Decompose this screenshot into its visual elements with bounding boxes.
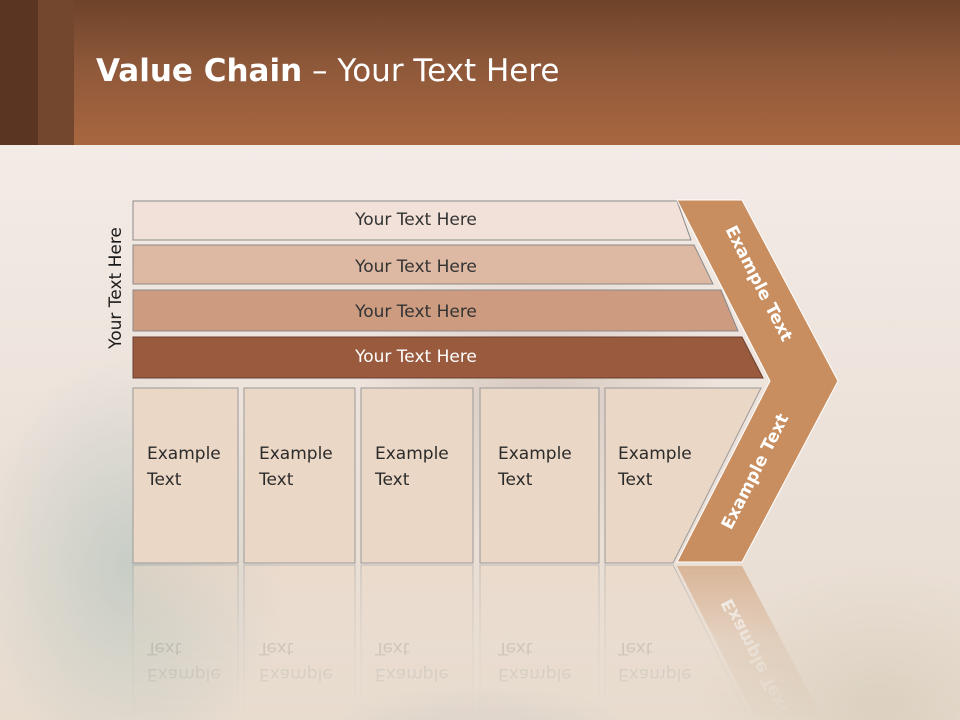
box-1-line1: Example <box>147 444 221 464</box>
box-5-line1: Example <box>618 444 692 464</box>
box-4[interactable]: Example Text <box>479 387 600 564</box>
bar-3[interactable]: Your Text Here <box>132 289 739 332</box>
bar-1[interactable]: Your Text Here <box>132 200 692 241</box>
header-accent-strip <box>0 0 38 145</box>
bar-1-label: Your Text Here <box>354 210 477 230</box>
side-label[interactable]: Your Text Here <box>106 227 126 350</box>
box-5[interactable]: Example Text <box>604 387 762 564</box>
bar-4[interactable]: Your Text Here <box>132 336 764 379</box>
box-1[interactable]: Example Text <box>132 387 239 564</box>
box-4-line2: Text <box>497 470 533 490</box>
header-accent-strip-2 <box>38 0 74 145</box>
bar-2[interactable]: Your Text Here <box>132 244 714 285</box>
reflection-box-3-line2: Text <box>374 638 410 658</box>
reflection-box-1-line2: Text <box>146 638 182 658</box>
box-1-line2: Text <box>146 470 182 490</box>
box-2-line1: Example <box>259 444 333 464</box>
box-3[interactable]: Example Text <box>360 387 474 564</box>
box-3-line1: Example <box>375 444 449 464</box>
reflection: Example Text Example Text Example Text E… <box>132 564 824 720</box>
bar-2-label: Your Text Here <box>354 257 477 277</box>
title-rest: – Your Text Here <box>302 53 560 89</box>
box-3-line2: Text <box>374 470 410 490</box>
box-2[interactable]: Example Text <box>243 387 356 564</box>
reflection-box-2-line2: Text <box>258 638 294 658</box>
reflection-box-4-line2: Text <box>497 638 533 658</box>
reflection-box-2-line1: Example <box>259 664 333 684</box>
bar-4-label: Your Text Here <box>354 347 477 367</box>
reflection-box-5-line2: Text <box>617 638 653 658</box>
reflection-box-5-line1: Example <box>618 664 692 684</box>
box-5-line2: Text <box>617 470 653 490</box>
slide-title[interactable]: Value Chain – Your Text Here <box>96 53 559 89</box>
bar-3-label: Your Text Here <box>354 302 477 322</box>
box-4-line1: Example <box>498 444 572 464</box>
reflection-box-3-line1: Example <box>375 664 449 684</box>
header-band: Value Chain – Your Text Here <box>0 0 960 145</box>
reflection-box-4-line1: Example <box>498 664 572 684</box>
title-bold: Value Chain <box>96 53 303 89</box>
reflection-box-1-line1: Example <box>147 664 221 684</box>
box-2-line2: Text <box>258 470 294 490</box>
